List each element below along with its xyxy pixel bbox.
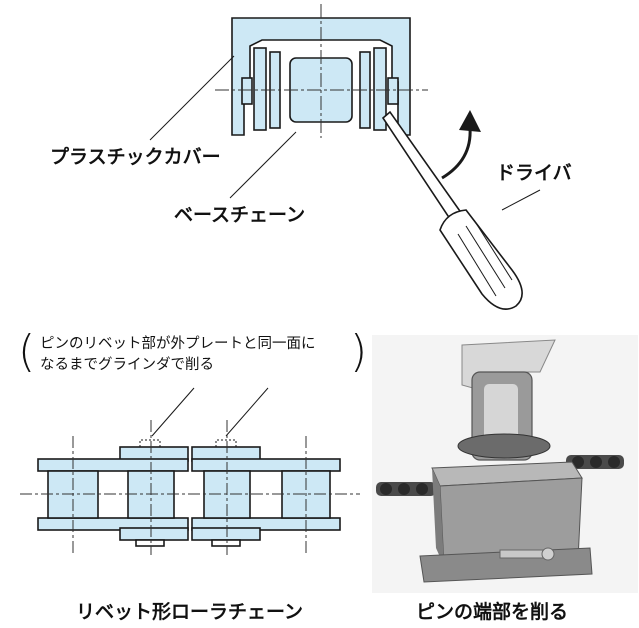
pin-head-2 [211,539,241,547]
pin-head-1 [135,539,165,547]
vise-side [432,468,444,566]
grind-pin-ends-caption: ピンの端部を削る [416,601,569,623]
plastic-cover-label: プラスチックカバー [50,146,221,168]
rivet-dots [139,439,237,447]
left-pin-head [241,77,253,105]
top-inner-plate-right [191,458,341,472]
right-paren: ) [350,326,368,377]
screwdriver-shaft [381,110,464,224]
cover-centerlines [215,4,428,138]
chain-centerlines [20,420,360,555]
rivet-roller-chain-caption: リベット形ローラチェーン [76,601,304,623]
base-chain-label: ベースチェーン [174,204,306,226]
screwdriver-icon [381,110,523,310]
rotation-arrow-icon [441,110,481,180]
right-outer-plate [373,47,387,131]
rivet-note-line2: なるまでグラインダで削る [40,357,214,373]
top-inner-plate-left [37,458,189,472]
right-pin-head [387,77,399,105]
bottom-outer-plate-right [191,527,261,541]
grinding-photo [372,335,638,593]
grinder-disk [457,433,551,459]
rivet-chain-drawing [37,446,341,547]
leader-lines-bottom [151,387,269,437]
driver-label: ドライバ [496,162,572,184]
left-outer-plate [253,47,267,131]
photo-chain [376,455,624,496]
left-paren: ( [18,326,36,377]
bottom-outer-plate-left [119,527,189,541]
vise-screw [499,549,549,559]
screwdriver-handle [439,209,523,310]
bottom-inner-plate-right [191,517,341,531]
leader-lines-top [149,55,541,211]
rivet-note-line1: ピンのリベット部が外プレートと同一面に [40,336,316,352]
